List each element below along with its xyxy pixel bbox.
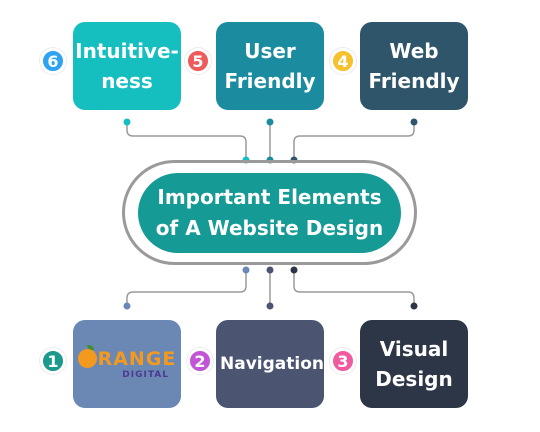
- visual-design-box: Visual Design: [360, 320, 468, 408]
- user-friendly-label-line2: Friendly: [224, 69, 316, 93]
- center-title: Important Elements of A Website Design: [138, 173, 401, 253]
- user-friendly-label-line1: User: [244, 39, 296, 63]
- dot: [123, 118, 131, 126]
- visual-design-label-line2: Design: [375, 367, 453, 391]
- dot: [266, 266, 274, 274]
- connector-bottom-left: [126, 270, 247, 306]
- logo-brand-text: RANGE: [97, 347, 177, 370]
- navigation-box: Navigation: [216, 320, 324, 408]
- connector-top-right: [293, 122, 415, 158]
- dot: [410, 118, 418, 126]
- dot: [242, 266, 250, 274]
- center-title-line2: of A Website Design: [155, 216, 384, 240]
- user-friendly-box: User Friendly: [216, 22, 324, 110]
- connector-bottom-right: [293, 270, 415, 306]
- dot: [266, 302, 274, 310]
- number-badge-4: 4: [330, 48, 356, 74]
- dot: [290, 266, 298, 274]
- number-badge-1: 1: [40, 348, 66, 374]
- web-friendly-label-line2: Friendly: [368, 69, 460, 93]
- visual-design-label-line1: Visual: [379, 337, 449, 361]
- orange-digital-logo: RANGE DIGITAL: [73, 345, 181, 381]
- connector-top-left: [126, 122, 247, 158]
- logo-sub-text: DIGITAL: [122, 369, 169, 380]
- intuitiveness-label-line1: Intuitive-: [75, 39, 179, 63]
- center-outline: [122, 160, 417, 265]
- dot: [410, 302, 418, 310]
- intuitiveness-label-line2: ness: [101, 69, 153, 93]
- number-badge-2: 2: [187, 348, 213, 374]
- logo-box: RANGE DIGITAL: [73, 320, 181, 408]
- number-badge-3: 3: [330, 348, 356, 374]
- number-badge-5: 5: [185, 48, 211, 74]
- navigation-label: Navigation: [220, 354, 324, 374]
- dot: [266, 118, 274, 126]
- intuitiveness-box: Intuitive- ness: [73, 22, 181, 110]
- center-title-line1: Important Elements: [157, 185, 382, 209]
- orange-icon: [77, 345, 97, 368]
- dot: [123, 302, 131, 310]
- web-friendly-label-line1: Web: [389, 39, 439, 63]
- number-badge-6: 6: [40, 48, 66, 74]
- web-friendly-box: Web Friendly: [360, 22, 468, 110]
